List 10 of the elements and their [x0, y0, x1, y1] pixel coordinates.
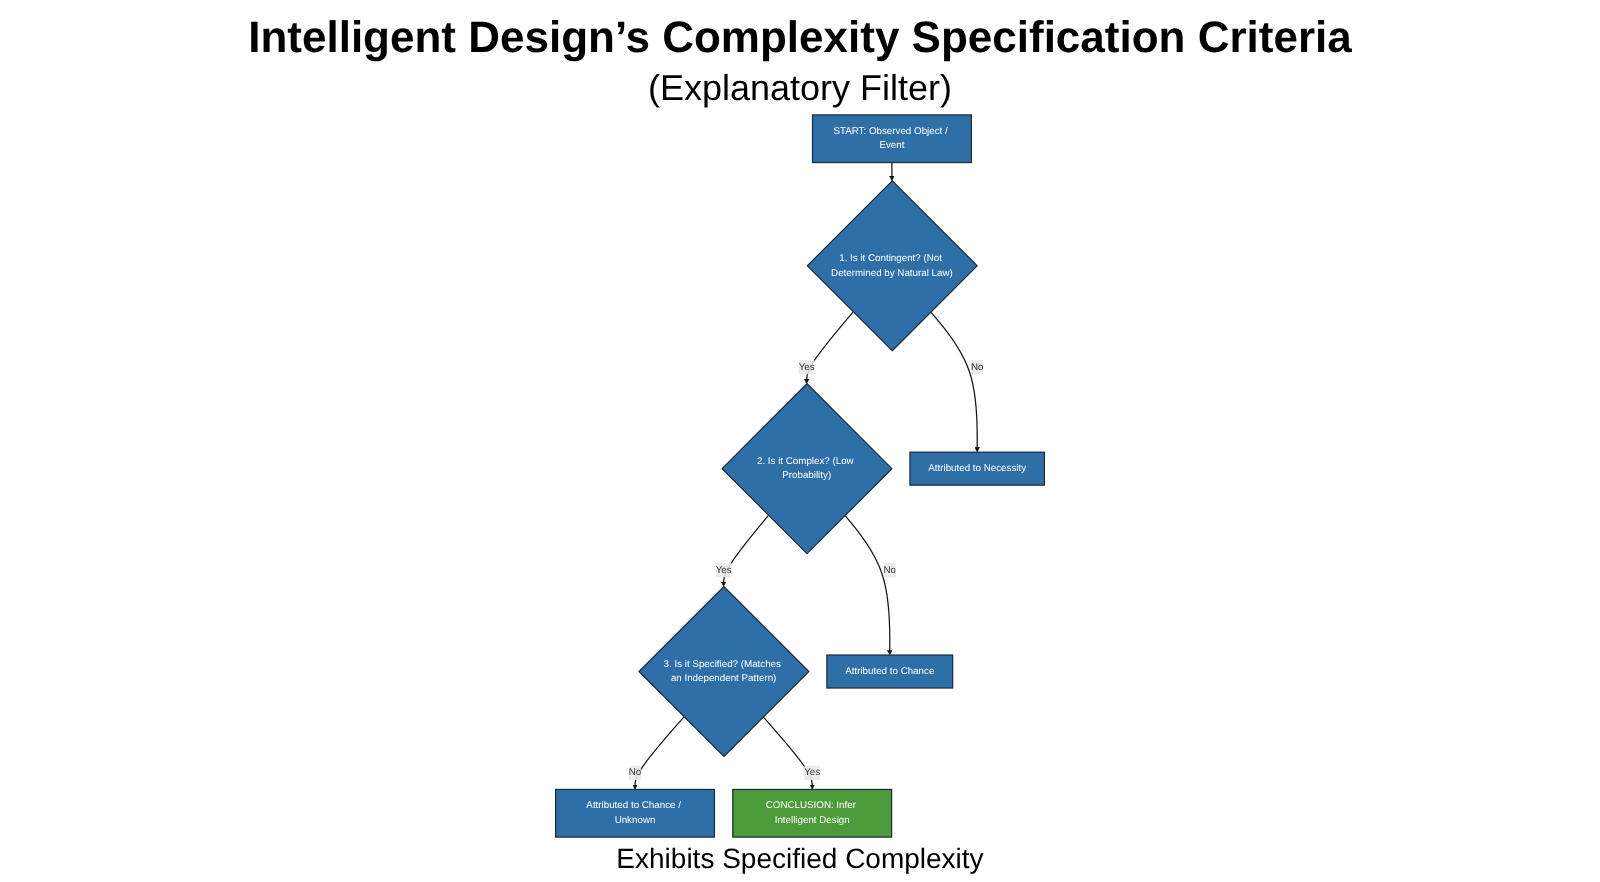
- arrow: [720, 514, 770, 587]
- arrow: [930, 311, 980, 453]
- node-caption: Exhibits Specified Complexity: [616, 842, 984, 874]
- diagram-title: Intelligent Design’s Complexity Specification Criteria: [248, 12, 1352, 64]
- arrow: [632, 716, 685, 790]
- arrow: [804, 311, 854, 384]
- arrow: [844, 514, 893, 656]
- arrow: [889, 161, 895, 182]
- arrow: [762, 716, 815, 790]
- subtitle: (Explanatory Filter): [647, 68, 953, 110]
